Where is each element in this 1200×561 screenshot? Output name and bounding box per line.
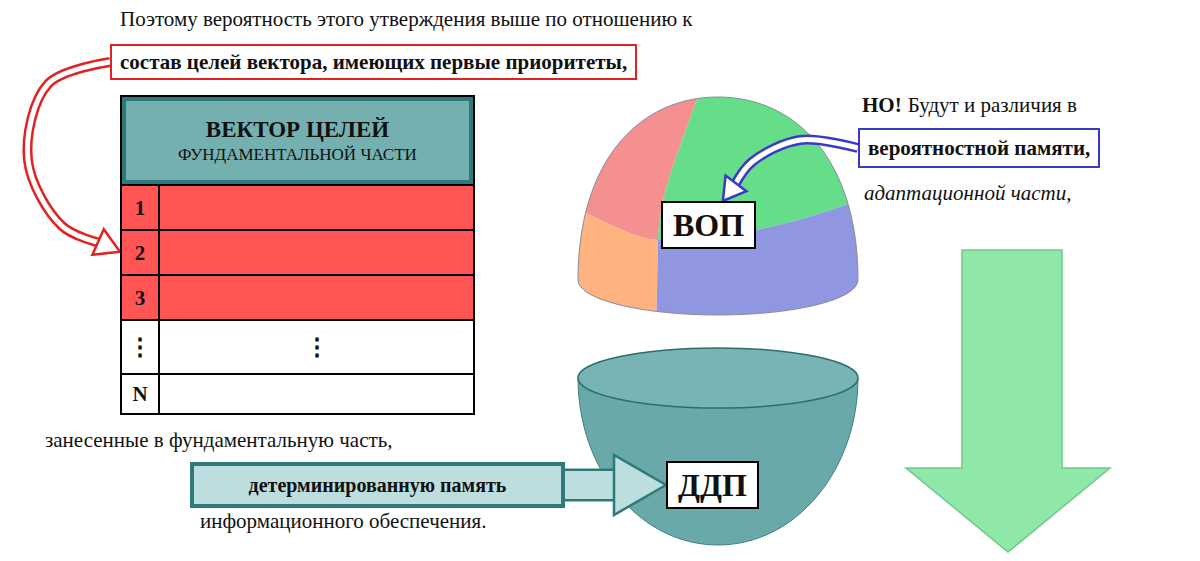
memory-label-box: ВОП [661, 201, 756, 249]
connector-arrow [565, 455, 666, 515]
memory-label-box: ДДП [666, 461, 759, 509]
dome-shape [560, 80, 880, 340]
table-cell [160, 186, 473, 229]
arrow-head [92, 229, 120, 255]
row-number: 2 [135, 241, 146, 265]
emphasis-text: НО! [862, 92, 902, 118]
callout-box: вероятностной памяти, [858, 128, 1100, 168]
arrow-head [614, 455, 666, 515]
goal-vector-table: ВЕКТОР ЦЕЛЕЙФУНДАМЕНТАЛЬНОЙ ЧАСТИ123⋮⋮N [120, 95, 475, 415]
table-cell: 1 [122, 186, 160, 229]
ellipsis-mark: ⋮ [128, 333, 152, 361]
table-cell: 2 [122, 231, 160, 274]
arrow-head [723, 176, 747, 201]
connector-body [565, 471, 619, 499]
row-number: 3 [135, 286, 146, 310]
table-cell [160, 375, 473, 413]
connector-outline [735, 140, 858, 186]
table-cell: N [122, 375, 160, 413]
row-number: 1 [135, 196, 146, 220]
label-wrap: информационного обеспечения. [200, 508, 486, 534]
node-text: ДДП [678, 463, 747, 507]
note-text: адаптационной части, [864, 181, 1071, 205]
table-header: ВЕКТОР ЦЕЛЕЙФУНДАМЕНТАЛЬНОЙ ЧАСТИ [122, 97, 473, 184]
table-cell: 3 [122, 276, 160, 319]
table-row: N [122, 373, 473, 413]
arrow-box: детерминированную память [190, 462, 565, 508]
note-text: информационного обеспечения. [200, 509, 486, 533]
down-arrow [906, 250, 1110, 552]
row-number: N [132, 382, 147, 406]
heading-text: Поэтому вероятность этого утверждения вы… [120, 7, 693, 31]
connector-outline [565, 469, 619, 502]
table-cell: ⋮ [122, 321, 160, 373]
table-row: 2 [122, 229, 473, 274]
node-text: состав целей вектора, имеющих первые при… [120, 49, 627, 75]
note-text: Будут и различия в [908, 92, 1077, 118]
ellipsis-mark: ⋮ [305, 333, 329, 361]
label-wrap: Поэтому вероятность этого утверждения вы… [120, 6, 693, 32]
node-text: ФУНДАМЕНТАЛЬНОЙ ЧАСТИ [178, 144, 417, 166]
connector-arrow [27, 62, 120, 255]
connector-outline [27, 62, 110, 243]
label-wrap: адаптационной части, [864, 180, 1071, 206]
node-text: ВЕКТОР ЦЕЛЕЙ [206, 116, 389, 144]
bowl-shape [578, 348, 858, 545]
table-cell [160, 231, 473, 274]
table-cell [160, 276, 473, 319]
label-wrap: занесенные в фундаментальную часть, [45, 427, 392, 453]
dome-outline [578, 97, 858, 315]
table-row: 3 [122, 274, 473, 319]
connector-arrow [723, 140, 858, 201]
text-line: НО!Будут и различия в [862, 92, 1077, 118]
callout-box: состав целей вектора, имеющих первые при… [110, 44, 637, 80]
node-text: ВОП [673, 203, 744, 247]
connector-body [27, 62, 110, 243]
table-cell: ⋮ [160, 321, 473, 373]
table-row: 1 [122, 184, 473, 229]
table-row: ⋮⋮ [122, 319, 473, 373]
node-text: вероятностной памяти, [868, 135, 1090, 161]
node-text: детерминированную память [249, 472, 507, 498]
connector-body [735, 140, 858, 186]
note-text: занесенные в фундаментальную часть, [45, 428, 392, 452]
